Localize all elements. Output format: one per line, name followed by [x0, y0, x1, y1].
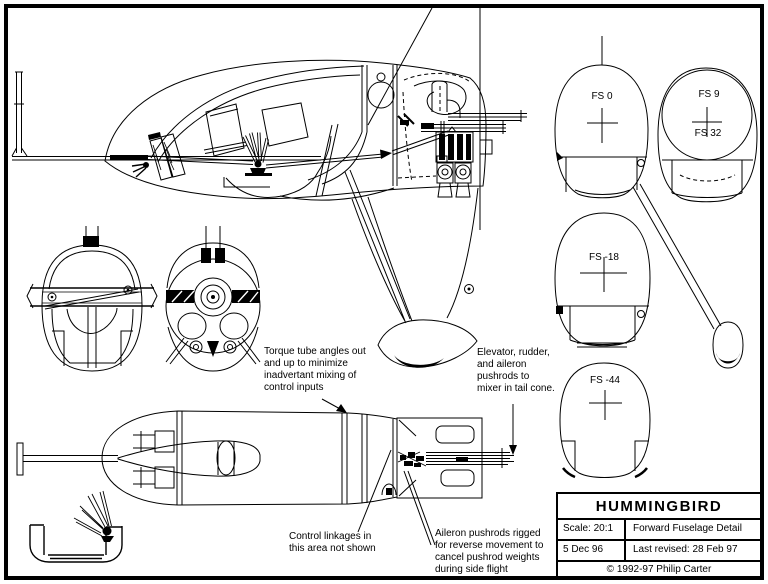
fs-sections — [554, 36, 758, 479]
fs-minus44-label: FS -44 — [589, 375, 620, 386]
fs0-label: FS 0 — [591, 91, 613, 102]
top-view — [16, 410, 514, 506]
section-cockpit — [26, 226, 158, 372]
fs9-label: FS 9 — [698, 89, 720, 100]
linkage-note: Control linkages in this area not shown — [289, 531, 376, 554]
drawing-name-cell: Forward Fuselage Detail — [633, 523, 742, 534]
date-cell: 5 Dec 96 — [558, 541, 626, 560]
drawing-title: HUMMINGBIRD — [558, 494, 760, 520]
torque-tube-note: Torque tube angles out and up to minimiz… — [264, 346, 366, 393]
copyright-cell: © 1992-97 Philip Carter — [606, 563, 712, 575]
scale-cell: Scale: 20:1 — [558, 520, 626, 539]
fs-minus18-label: FS -18 — [588, 252, 619, 263]
annotation-leaders — [321, 398, 517, 546]
sheet-border — [4, 4, 764, 580]
pushrod-note: Elevator, rudder, and aileron pushrods t… — [477, 347, 555, 394]
section-nose-bottom — [29, 490, 123, 563]
fs32-label: FS 32 — [694, 128, 722, 139]
section-engine — [165, 226, 261, 372]
side-view — [11, 7, 527, 368]
aileron-note: Aileron pushrods rigged for reverse move… — [435, 528, 544, 575]
title-block: HUMMINGBIRD Scale: 20:1 Forward Fuselage… — [556, 492, 762, 578]
revised-cell: Last revised: 28 Feb 97 — [633, 544, 738, 555]
